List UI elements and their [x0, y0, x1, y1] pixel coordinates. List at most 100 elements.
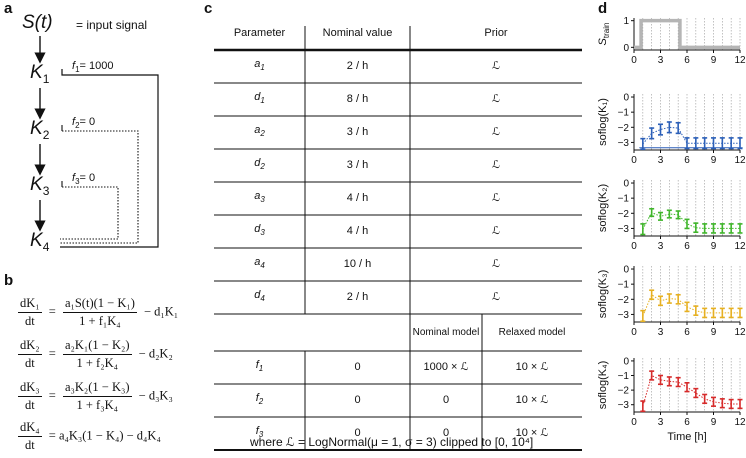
y-axis-label: soflog(K₃) [597, 270, 609, 319]
x-tick-label: 12 [734, 55, 746, 66]
y-tick-label: −3 [618, 310, 630, 321]
error-bar [719, 398, 725, 409]
table-param-f2: f2 [255, 392, 264, 407]
table-header-nominal-value: Nominal value [322, 27, 393, 39]
node-k1: K1 [30, 62, 50, 86]
x-tick-label: 3 [658, 417, 664, 428]
x-tick-label: 9 [711, 55, 717, 66]
table-relaxed-f1: 10 × ℒ [515, 361, 549, 373]
error-bar [737, 307, 743, 319]
x-tick-label: 0 [631, 417, 637, 428]
x-tick-label: 12 [734, 327, 746, 338]
x-tick-label: 3 [658, 327, 664, 338]
x-tick-label: 6 [684, 327, 690, 338]
error-bar [719, 137, 725, 150]
table-relaxed-f3: 10 × ℒ [515, 427, 549, 439]
node-k4: K4 [30, 230, 50, 254]
x-tick-label: 0 [631, 327, 637, 338]
error-bar [684, 382, 690, 393]
panel-label-c: c [204, 0, 213, 17]
y-tick-label: −1 [618, 108, 630, 119]
table-value-f3: 0 [354, 427, 361, 439]
error-bar [693, 137, 699, 150]
x-tick-label: 12 [734, 155, 746, 166]
error-bar [684, 301, 690, 313]
x-tick-label: 0 [631, 155, 637, 166]
x-tick-label: 6 [684, 155, 690, 166]
trend-line [642, 126, 740, 145]
y-axis-label: soflog(K₄) [597, 361, 609, 410]
signal-label: S(t) [22, 12, 53, 33]
table-param-a2: a2 [254, 124, 265, 139]
y-tick-label: −2 [618, 209, 630, 220]
x-tick-label: 12 [734, 241, 746, 252]
error-bar [719, 307, 725, 319]
y-tick-label: −3 [618, 224, 630, 235]
error-bar [675, 210, 681, 220]
error-bar [666, 293, 672, 304]
table-param-d3: d3 [254, 223, 265, 238]
y-axis-label: soflog(K₁) [597, 98, 609, 146]
error-bar [693, 305, 699, 316]
y-tick-label: 1 [623, 16, 629, 27]
error-bar [649, 127, 655, 140]
feedback-line-f3 [60, 181, 119, 240]
panel-label-a: a [4, 0, 13, 17]
panel-label-b: b [4, 272, 14, 289]
y-tick-label: −3 [618, 138, 630, 149]
y-tick-label: −2 [618, 123, 630, 134]
error-bar [702, 393, 708, 405]
error-bar [640, 400, 646, 413]
table-param-f1: f1 [255, 359, 264, 374]
y-axis-label: soflog(K₂) [597, 184, 609, 232]
y-tick-label: −2 [618, 295, 630, 306]
y-tick-label: 0 [623, 179, 629, 190]
table-param-a1: a1 [254, 58, 265, 73]
error-bar [666, 121, 672, 134]
error-bar [728, 223, 734, 234]
error-bar [640, 223, 646, 236]
error-bar [728, 307, 734, 319]
feedback-label-f3: f3= 0 [72, 172, 96, 187]
y-tick-label: −2 [618, 386, 630, 397]
feedback-label-f1: f1= 1000 [72, 60, 114, 75]
trend-line [642, 211, 740, 230]
x-tick-label: 3 [658, 241, 664, 252]
feedback-line-f1 [60, 69, 159, 248]
error-bar [693, 387, 699, 399]
table-subheader-relaxed-model: Relaxed model [498, 327, 566, 338]
pathway-schematic [34, 36, 159, 248]
error-bar [702, 223, 708, 234]
x-tick-label: 6 [684, 417, 690, 428]
x-tick-label: 9 [711, 155, 717, 166]
error-bar [684, 137, 690, 150]
y-tick-label: −3 [618, 400, 630, 411]
table-param-d2: d2 [254, 157, 265, 172]
y-tick-label: 0 [623, 93, 629, 104]
table-param-d4: d4 [254, 289, 265, 304]
y-tick-label: 0 [623, 265, 629, 276]
table-param-d1: d1 [254, 91, 265, 106]
x-tick-label: 3 [658, 155, 664, 166]
x-tick-label: 3 [658, 55, 664, 66]
x-tick-label: 9 [711, 327, 717, 338]
error-bar [693, 222, 699, 234]
error-bar [737, 223, 743, 234]
table-value-a3: 4 / h [346, 192, 369, 204]
error-bar [711, 223, 716, 234]
table-header-parameter: Parameter [233, 27, 286, 39]
error-bar [649, 370, 655, 381]
table-param-f3: f3 [255, 425, 264, 440]
error-bar [737, 137, 743, 150]
x-axis-label: Time [h] [667, 431, 706, 443]
table-relaxed-f2: 10 × ℒ [515, 394, 549, 406]
table-nominal-f2: 0 [442, 394, 450, 406]
error-bar [711, 307, 716, 319]
error-bar [658, 123, 663, 136]
